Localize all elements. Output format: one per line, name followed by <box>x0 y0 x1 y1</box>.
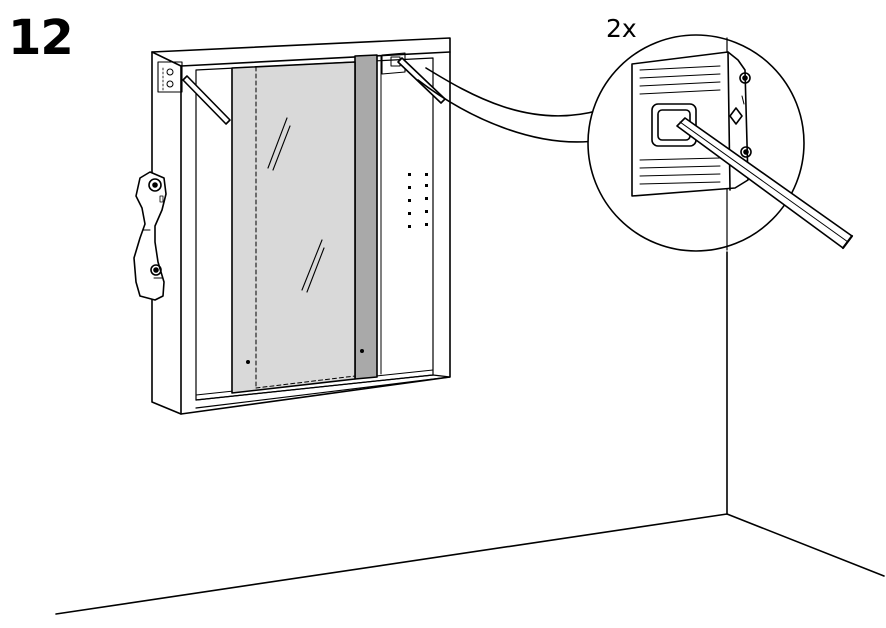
wall-corner-lines <box>55 251 885 615</box>
cabinet <box>151 37 451 415</box>
detail-leader <box>417 67 603 143</box>
mirror-door <box>231 61 364 394</box>
hinge-plate-icon <box>157 61 183 93</box>
door-right <box>354 54 382 380</box>
shelf-pin-holes <box>408 173 428 228</box>
mounting-bracket-icon <box>133 171 167 301</box>
mirror-reflection <box>267 117 325 293</box>
quantity-label: 2x <box>606 14 637 43</box>
step-number: 12 <box>8 10 74 66</box>
hinge-plate-right <box>381 52 446 104</box>
screwdriver-icon <box>182 75 231 125</box>
detail-callout <box>587 34 854 252</box>
